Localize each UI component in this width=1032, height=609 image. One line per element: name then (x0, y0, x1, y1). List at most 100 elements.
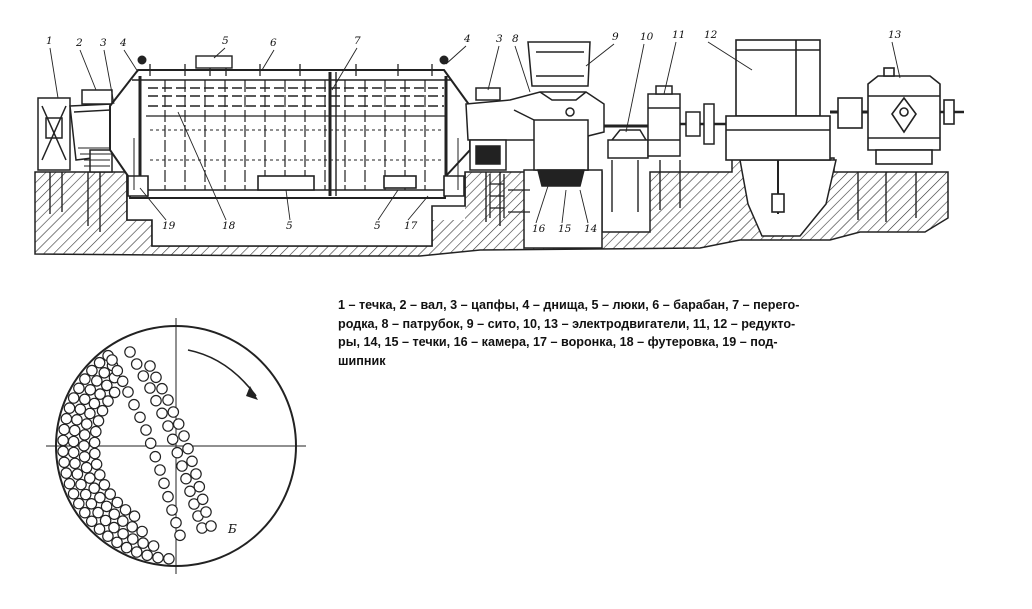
ball (58, 456, 70, 469)
ball (63, 477, 76, 490)
ball (94, 388, 106, 400)
reducer-12 (725, 39, 868, 214)
caption-line-3: ры, 14, 15 – течки, 16 – камера, 17 – во… (338, 335, 778, 349)
callout-9: 9 (612, 31, 619, 43)
ball (124, 346, 136, 358)
ball (162, 490, 174, 503)
grinding-balls (57, 346, 217, 565)
ball (94, 469, 106, 481)
ball (79, 506, 91, 519)
ball (108, 386, 121, 399)
ball (89, 447, 101, 460)
ball (106, 354, 118, 366)
ball (190, 468, 202, 480)
ball (167, 406, 180, 418)
ball (111, 496, 124, 509)
ball (120, 541, 133, 554)
callout-3: 3 (100, 37, 107, 49)
ball (144, 437, 157, 450)
ball (73, 497, 85, 510)
ball (92, 506, 104, 519)
figure-caption: 1 – течка, 2 – вал, 3 – цапфы, 4 – днища… (338, 296, 963, 370)
ball (84, 472, 96, 484)
ball (180, 472, 192, 485)
callout-18: 18 (222, 220, 236, 232)
ball (69, 457, 81, 470)
ball (90, 458, 103, 471)
ball (130, 546, 143, 558)
ball (93, 356, 106, 369)
callout-6: 6 (270, 37, 277, 49)
ball (58, 423, 70, 436)
callout-10: 10 (640, 31, 654, 43)
ball (186, 455, 198, 468)
ball (128, 398, 140, 411)
caption-line-2: родка, 8 – патрубок, 9 – сито, 10, 13 – … (338, 316, 796, 331)
ball (67, 392, 80, 404)
callout-2: 2 (75, 37, 83, 49)
callout-16: 16 (532, 223, 546, 235)
ball (78, 450, 91, 463)
ball (128, 510, 141, 522)
ball (162, 420, 174, 432)
ball (178, 430, 190, 442)
ball (166, 433, 179, 446)
ball (182, 442, 194, 455)
ball (86, 364, 98, 377)
ball (78, 439, 90, 452)
ball (108, 508, 121, 520)
ball (156, 407, 168, 420)
callout-4: 4 (119, 37, 127, 49)
ball (162, 394, 174, 406)
ball (92, 415, 105, 427)
ball (101, 379, 113, 392)
ball (100, 500, 113, 513)
ball (57, 434, 69, 447)
caption-line-4: шипник (338, 353, 386, 368)
ball (188, 498, 200, 510)
callout-labels: 1 2 3 4 5 6 7 4 3 8 9 10 11 12 13 19 18 … (46, 29, 902, 235)
ball (98, 478, 111, 491)
ball (150, 394, 162, 407)
ball (149, 450, 162, 463)
ball (88, 436, 101, 449)
ball (116, 375, 129, 388)
ball (67, 446, 80, 459)
callout-12: 12 (704, 29, 718, 41)
drum-cross-section: Б (46, 318, 306, 574)
callout-13: 13 (888, 29, 902, 41)
ball (94, 491, 106, 504)
ball (184, 485, 196, 498)
ball (98, 366, 111, 379)
ball (88, 397, 101, 410)
leader-lines (49, 41, 901, 224)
ball (158, 477, 170, 490)
ball (85, 515, 98, 528)
ball (166, 504, 178, 516)
ball (80, 461, 93, 474)
callout-4b: 4 (463, 33, 471, 45)
callout-15: 15 (558, 223, 572, 235)
ball (104, 488, 116, 500)
ball (154, 464, 166, 476)
ball (140, 424, 152, 436)
ball (78, 429, 91, 441)
ball (60, 467, 73, 479)
ball (144, 360, 156, 372)
ball (67, 435, 80, 448)
ball (137, 370, 150, 382)
ball (150, 371, 162, 384)
ball (108, 521, 120, 534)
ball (134, 411, 146, 424)
ball (84, 407, 96, 420)
ball (156, 382, 168, 395)
callout-7: 7 (354, 35, 361, 47)
callout-17: 17 (404, 220, 418, 232)
cross-section-label: Б (227, 522, 237, 536)
ball (74, 403, 87, 416)
drive-train-left (604, 85, 728, 159)
callout-8: 8 (512, 33, 519, 45)
ball (90, 425, 102, 438)
ball (102, 395, 114, 407)
ball (137, 537, 149, 549)
